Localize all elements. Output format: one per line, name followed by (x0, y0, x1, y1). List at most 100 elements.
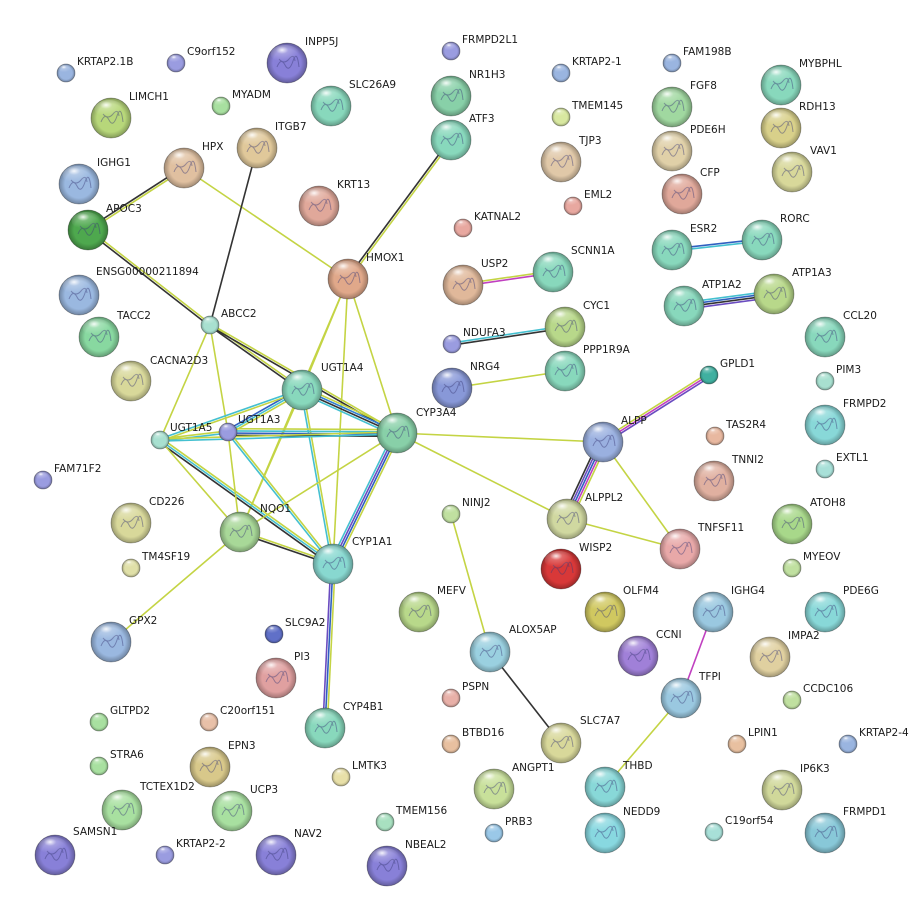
node-krtap2-2[interactable]: KRTAP2-2 (155, 838, 226, 865)
node-tfpi[interactable]: TFPI (660, 671, 721, 719)
node-cyp3a4[interactable]: CYP3A4 (376, 407, 457, 454)
node-gpx2[interactable]: GPX2 (90, 615, 157, 663)
node-krtap2-1[interactable]: KRTAP2-1 (551, 56, 622, 83)
node-stra6[interactable]: STRA6 (89, 749, 144, 776)
node-katnal2[interactable]: KATNAL2 (453, 211, 521, 238)
node-atf3[interactable]: ATF3 (430, 113, 495, 161)
node-pim3[interactable]: PIM3 (815, 364, 861, 391)
node-myadm[interactable]: MYADM (211, 89, 271, 116)
node-frmpd2l1[interactable]: FRMPD2L1 (441, 34, 518, 61)
node-ugt1a5[interactable]: UGT1A5 (150, 422, 212, 450)
node-ccl20[interactable]: CCL20 (804, 310, 877, 358)
node-frmpd2[interactable]: FRMPD2 (804, 398, 887, 446)
node-limch1[interactable]: LIMCH1 (90, 91, 169, 139)
node-gpld1[interactable]: GPLD1 (699, 358, 755, 385)
node-krtap2-4[interactable]: KRTAP2-4 (838, 727, 909, 754)
node-mybphl[interactable]: MYBPHL (760, 58, 842, 106)
node-tctex1d2[interactable]: TCTEX1D2 (101, 781, 195, 831)
node-lpin1[interactable]: LPIN1 (727, 727, 778, 754)
node-tm4sf19[interactable]: TM4SF19 (121, 551, 190, 578)
node-tnni2[interactable]: TNNI2 (693, 454, 764, 502)
node-alpp[interactable]: ALPP (582, 415, 647, 463)
node-slc7a7[interactable]: SLC7A7 (540, 715, 620, 764)
node-extl1[interactable]: EXTL1 (815, 452, 869, 479)
node-rorc[interactable]: RORC (741, 213, 810, 261)
node-alox5ap[interactable]: ALOX5AP (469, 624, 557, 673)
node-abcc2[interactable]: ABCC2 (200, 308, 257, 335)
node-pi3[interactable]: PI3 (255, 651, 310, 699)
node-pspn[interactable]: PSPN (441, 681, 489, 708)
node-lmtk3[interactable]: LMTK3 (331, 760, 387, 787)
node-tas2r4[interactable]: TAS2R4 (705, 419, 766, 446)
node-ighg4[interactable]: IGHG4 (692, 585, 765, 633)
node-impa2[interactable]: IMPA2 (749, 630, 820, 678)
node-ninj2[interactable]: NINJ2 (441, 497, 491, 524)
node-cfp[interactable]: CFP (661, 167, 720, 215)
node-cacna2d3[interactable]: CACNA2D3 (110, 355, 208, 402)
node-inpp5j[interactable]: INPP5J (266, 36, 338, 84)
node-apoc3[interactable]: APOC3 (67, 203, 142, 251)
node-hmox1[interactable]: HMOX1 (327, 252, 404, 300)
node-mefv[interactable]: MEFV (398, 585, 467, 633)
node-hpx[interactable]: HPX (163, 141, 223, 189)
node-gltpd2[interactable]: GLTPD2 (89, 705, 150, 732)
node-angpt1[interactable]: ANGPT1 (473, 762, 555, 810)
node-nbeal2[interactable]: NBEAL2 (366, 839, 446, 887)
node-c19orf54[interactable]: C19orf54 (704, 815, 774, 842)
node-samsn1[interactable]: SAMSN1 (34, 826, 117, 876)
node-esr2[interactable]: ESR2 (651, 223, 717, 271)
node-frmpd1[interactable]: FRMPD1 (804, 806, 887, 854)
node-cyp4b1[interactable]: CYP4B1 (304, 701, 383, 749)
node-thbd[interactable]: THBD (584, 760, 653, 808)
node-tacc2[interactable]: TACC2 (78, 310, 151, 358)
node-tmem156[interactable]: TMEM156 (375, 805, 448, 832)
node-btbd16[interactable]: BTBD16 (441, 727, 505, 754)
node-itgb7[interactable]: ITGB7 (236, 121, 307, 169)
node-pde6g[interactable]: PDE6G (804, 585, 879, 633)
node-c9orf152[interactable]: C9orf152 (166, 46, 236, 73)
node-ighg1[interactable]: IGHG1 (58, 157, 131, 205)
node-olfm4[interactable]: OLFM4 (584, 585, 659, 633)
node-krtap2-1b[interactable]: KRTAP2.1B (56, 56, 133, 83)
node-usp2[interactable]: USP2 (442, 258, 508, 306)
node-prb3[interactable]: PRB3 (484, 816, 533, 843)
node-atp1a2[interactable]: ATP1A2 (663, 279, 742, 327)
node-nqo1[interactable]: NQO1 (219, 503, 291, 553)
node-c20orf151[interactable]: C20orf151 (199, 705, 275, 732)
node-nav2[interactable]: NAV2 (255, 828, 322, 876)
node-cyc1[interactable]: CYC1 (544, 300, 610, 348)
node-ucp3[interactable]: UCP3 (211, 784, 278, 832)
node-ensg00000211894[interactable]: ENSG00000211894 (58, 266, 199, 316)
node-alppl2[interactable]: ALPPL2 (546, 492, 623, 540)
node-nedd9[interactable]: NEDD9 (584, 806, 660, 854)
node-nrg4[interactable]: NRG4 (431, 361, 500, 409)
node-rdh13[interactable]: RDH13 (760, 101, 836, 149)
node-ndufa3[interactable]: NDUFA3 (442, 327, 506, 354)
node-eml2[interactable]: EML2 (563, 189, 612, 216)
node-ugt1a4[interactable]: UGT1A4 (281, 362, 364, 411)
node-nr1h3[interactable]: NR1H3 (430, 69, 505, 117)
node-myeov[interactable]: MYEOV (782, 551, 841, 578)
node-tmem145[interactable]: TMEM145 (551, 100, 623, 127)
node-tnfsf11[interactable]: TNFSF11 (659, 522, 744, 570)
node-ppp1r9a[interactable]: PPP1R9A (544, 344, 631, 392)
node-ip6k3[interactable]: IP6K3 (761, 763, 830, 811)
node-epn3[interactable]: EPN3 (189, 740, 256, 788)
node-cyp1a1[interactable]: CYP1A1 (312, 536, 392, 585)
node-krt13[interactable]: KRT13 (298, 179, 370, 227)
node-scnn1a[interactable]: SCNN1A (532, 245, 615, 293)
node-atoh8[interactable]: ATOH8 (771, 497, 846, 545)
node-fgf8[interactable]: FGF8 (651, 80, 717, 128)
node-pde6h[interactable]: PDE6H (651, 124, 726, 172)
node-fam71f2[interactable]: FAM71F2 (33, 463, 101, 490)
node-ccdc106[interactable]: CCDC106 (782, 683, 853, 710)
node-atp1a3[interactable]: ATP1A3 (753, 267, 832, 315)
node-ccni[interactable]: CCNI (617, 629, 682, 677)
node-cd226[interactable]: CD226 (110, 496, 185, 544)
node-slc26a9[interactable]: SLC26A9 (310, 79, 396, 127)
node-vav1[interactable]: VAV1 (771, 145, 837, 193)
node-slc9a2[interactable]: SLC9A2 (264, 617, 325, 644)
node-ugt1a3[interactable]: UGT1A3 (218, 414, 280, 442)
node-wisp2[interactable]: WISP2 (540, 542, 612, 590)
node-tjp3[interactable]: TJP3 (540, 135, 602, 183)
